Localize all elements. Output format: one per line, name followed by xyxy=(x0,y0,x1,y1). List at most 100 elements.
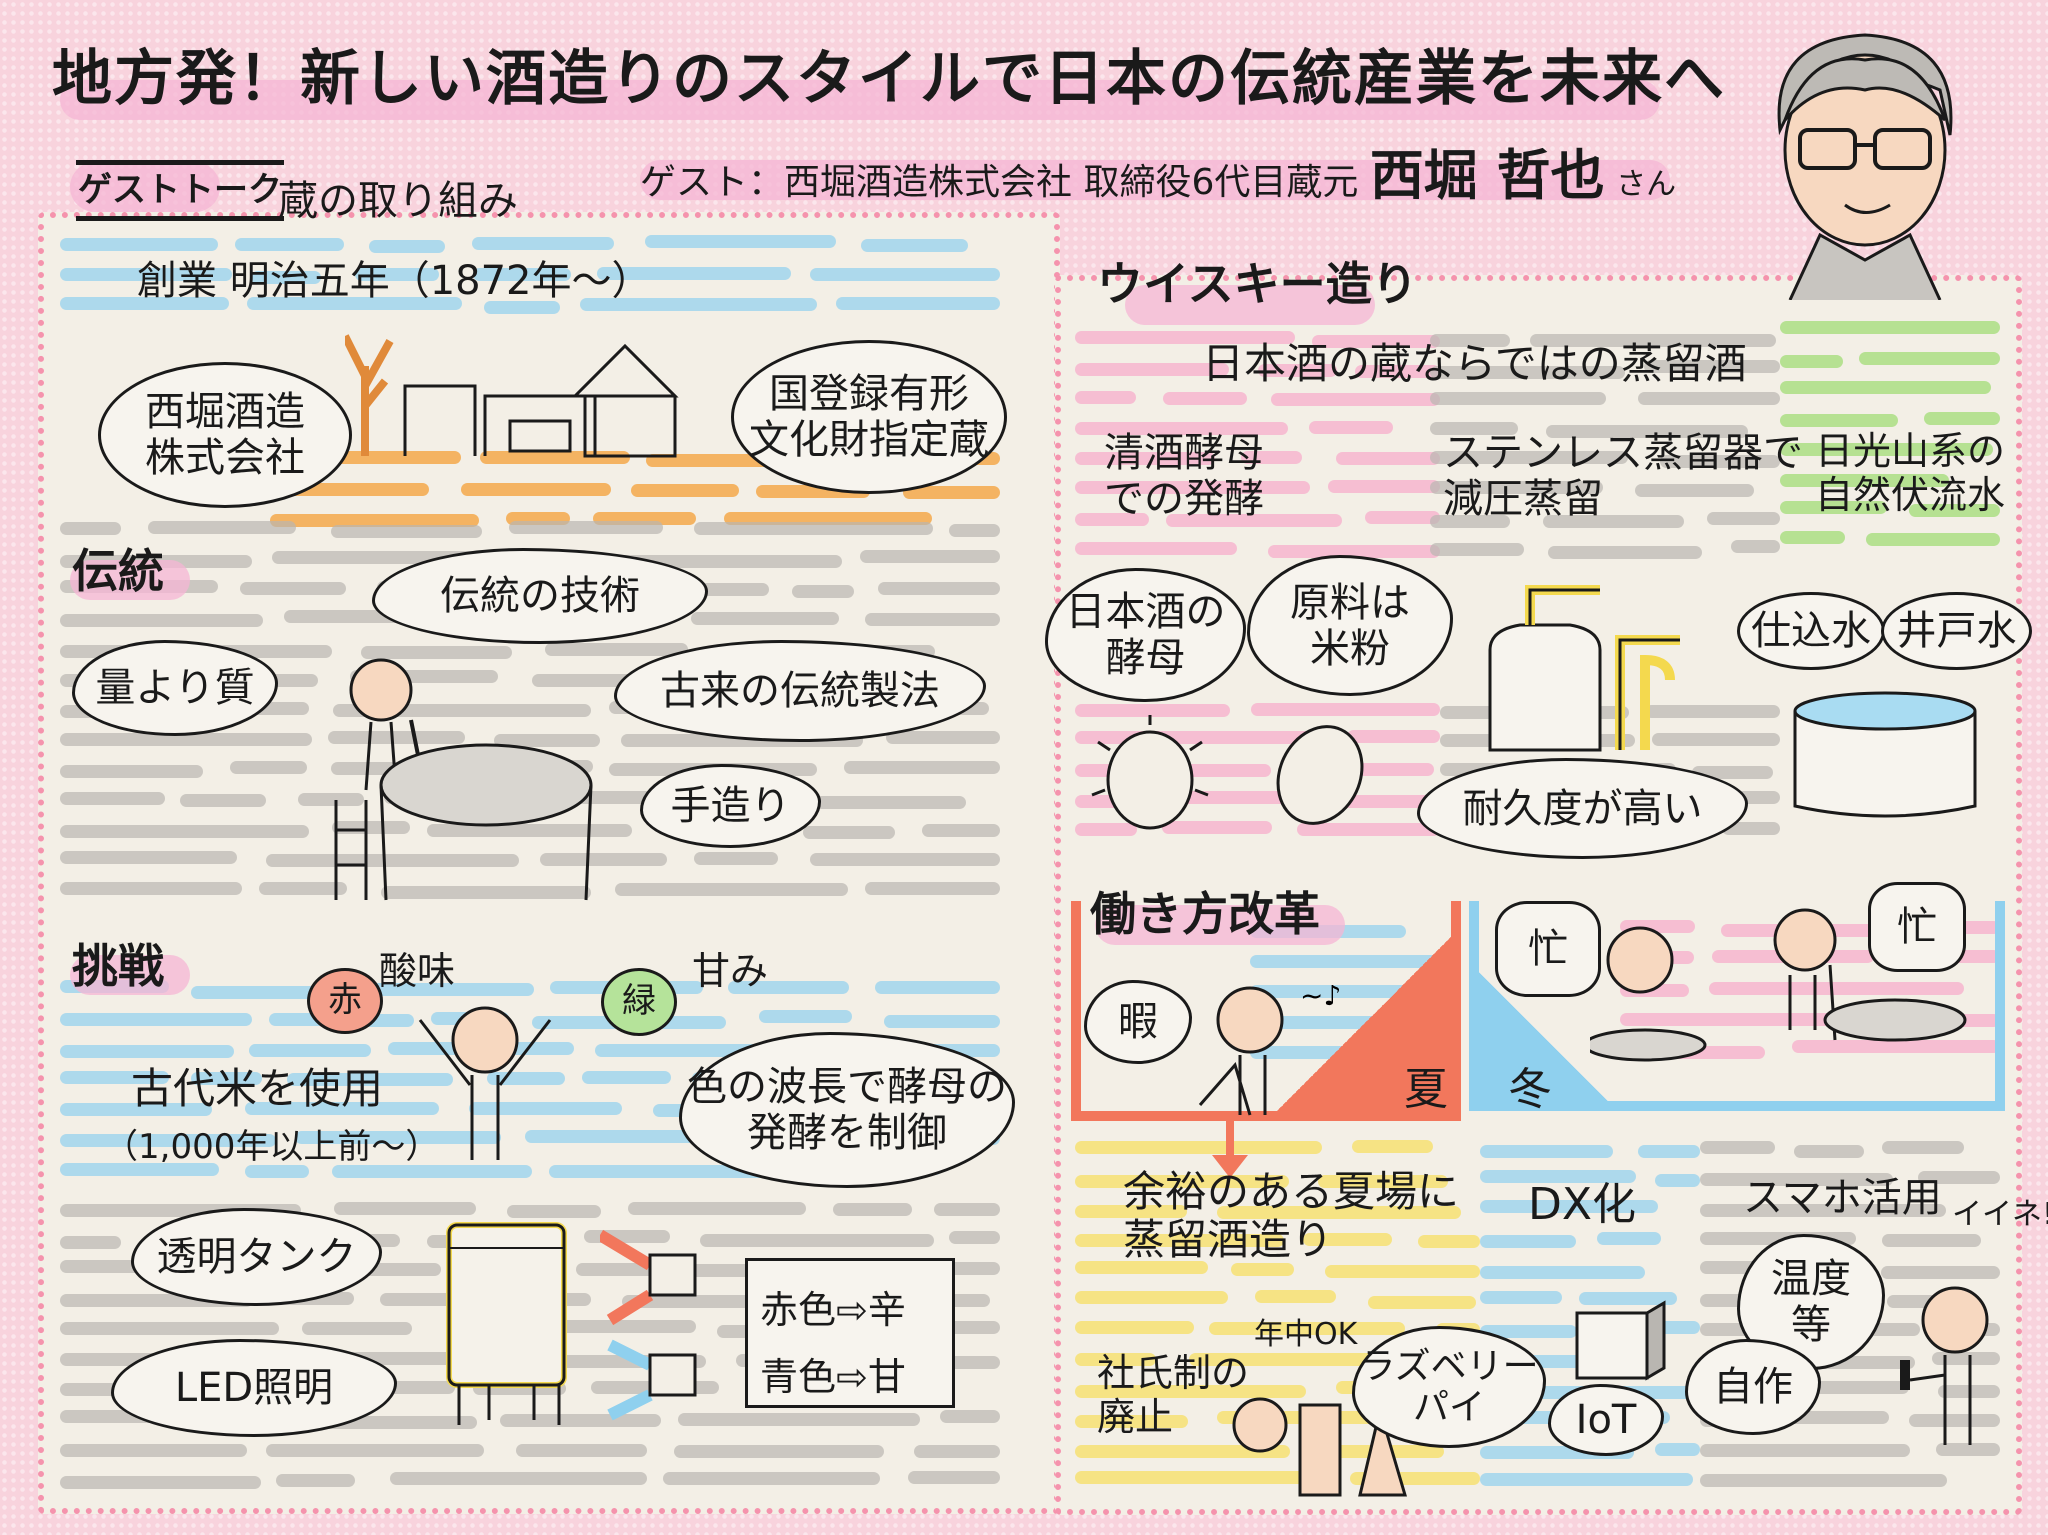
marker-stroke xyxy=(1780,442,1994,456)
clear-tank-bubble: 透明タンク xyxy=(131,1208,382,1306)
marker-stroke xyxy=(1780,501,1887,515)
dx-label: DX化 xyxy=(1528,1179,1637,1230)
marker-stroke xyxy=(1430,365,1626,379)
marker-stroke xyxy=(810,853,1000,867)
marker-stroke xyxy=(60,238,219,252)
marker-stroke xyxy=(1075,1260,1208,1274)
cultural-property-bubble: 国登録有形 文化財指定蔵 xyxy=(731,340,1007,494)
marker-stroke xyxy=(1312,334,1440,348)
marker-stroke xyxy=(60,1475,262,1489)
marker-stroke xyxy=(1365,511,1440,524)
marker-stroke xyxy=(1793,1145,1865,1159)
marker-stroke xyxy=(1075,1471,1317,1485)
marker-stroke xyxy=(1881,1265,2000,1279)
marker-stroke xyxy=(295,1130,501,1144)
marker-stroke xyxy=(545,642,689,656)
marker-stroke xyxy=(360,645,513,659)
marker-stroke xyxy=(190,1071,262,1085)
marker-stroke xyxy=(1075,1141,1323,1155)
marker-stroke xyxy=(1858,351,2000,365)
marker-stroke xyxy=(60,850,238,864)
yeast-characters-drawing xyxy=(1091,715,1364,830)
marker-stroke xyxy=(235,237,345,251)
marker-stroke xyxy=(1347,730,1440,744)
smartphone-label: スマホ活用 xyxy=(1743,1175,1942,1221)
marker-stroke xyxy=(877,582,1000,596)
marker-stroke xyxy=(60,765,204,779)
marker-stroke xyxy=(286,1073,454,1087)
raspberry-pi-bubble: ラズベリー パイ xyxy=(1352,1326,1546,1448)
marker-stroke xyxy=(1865,532,2000,546)
marker-stroke xyxy=(727,981,850,995)
marker-stroke xyxy=(250,270,321,284)
marker-stroke xyxy=(803,825,895,839)
marker-stroke xyxy=(60,1134,276,1148)
marker-stroke xyxy=(1578,1291,1677,1305)
marker-stroke xyxy=(351,983,535,997)
marker-stroke xyxy=(1908,1413,2000,1427)
year-round-label: 年中OK xyxy=(1254,1317,1358,1352)
marker-stroke xyxy=(1231,1263,1294,1277)
challenge-heading: 挑戦 xyxy=(72,939,164,993)
marker-stroke xyxy=(1075,542,1237,556)
marker-stroke xyxy=(1075,1321,1195,1335)
brewery-building-drawing xyxy=(345,334,679,458)
marker-stroke xyxy=(60,1235,121,1249)
marker-stroke xyxy=(332,1164,533,1178)
marker-stroke xyxy=(1480,1200,1658,1214)
marker-stroke xyxy=(1722,821,1780,835)
marker-stroke xyxy=(60,1443,248,1457)
marker-stroke xyxy=(865,613,1000,627)
marker-stroke xyxy=(1596,1232,1661,1246)
marker-stroke xyxy=(1638,391,1780,405)
marker-stroke xyxy=(700,1233,935,1247)
guest-highlight xyxy=(640,160,1670,200)
marker-stroke xyxy=(693,521,934,535)
marker-stroke xyxy=(949,1231,1000,1245)
marker-stroke xyxy=(1209,1321,1405,1335)
marker-stroke xyxy=(758,1010,853,1024)
marker-stroke xyxy=(1780,474,1949,488)
marker-stroke xyxy=(1255,1290,1337,1304)
person-arms-up-drawing xyxy=(418,1006,552,1160)
section-label: ゲストトーク xyxy=(76,160,284,222)
section-label-highlight xyxy=(70,162,220,212)
marker-stroke xyxy=(1931,1352,2000,1366)
like-label: イイネ! xyxy=(1952,1197,2048,1232)
marker-stroke xyxy=(644,235,837,249)
whisky-point-water: 日光山系の 自然伏流水 xyxy=(1815,429,2006,517)
marker-stroke xyxy=(1936,1443,2000,1457)
marker-stroke xyxy=(1075,481,1310,495)
whisky-heading: ウイスキー造り xyxy=(1097,257,1418,311)
marker-stroke xyxy=(1700,1172,1893,1186)
marker-stroke xyxy=(509,520,663,534)
marker-stroke xyxy=(60,1103,213,1117)
marker-stroke xyxy=(1327,480,1440,494)
marker-stroke xyxy=(1075,822,1137,836)
marker-stroke xyxy=(864,882,1000,896)
marker-stroke xyxy=(1075,704,1231,718)
marker-stroke xyxy=(885,731,1000,745)
busy-workers-drawing xyxy=(1590,908,1967,1062)
marker-stroke xyxy=(1352,1140,1434,1154)
marker-stroke xyxy=(1075,1415,1188,1429)
marker-stroke xyxy=(1543,514,1684,528)
marker-stroke xyxy=(1367,1295,1477,1309)
marker-stroke xyxy=(631,484,739,498)
marker-stroke xyxy=(427,823,633,837)
marker-stroke xyxy=(1075,512,1149,526)
marker-stroke xyxy=(266,1444,484,1458)
marker-stroke xyxy=(1270,393,1440,407)
marker-stroke xyxy=(247,297,463,311)
marker-stroke xyxy=(460,482,612,496)
company-bubble: 西堀酒造 株式会社 xyxy=(98,362,352,508)
marker-stroke xyxy=(60,267,233,281)
marker-stroke xyxy=(331,525,483,539)
marker-stroke xyxy=(627,1202,806,1216)
marker-stroke xyxy=(1162,391,1247,405)
marker-stroke xyxy=(493,734,601,748)
marker-stroke xyxy=(1480,1235,1577,1249)
brewing-water-bubble: 仕込水 xyxy=(1737,592,1885,670)
marker-stroke xyxy=(1296,823,1440,837)
marker-stroke xyxy=(500,1413,661,1427)
